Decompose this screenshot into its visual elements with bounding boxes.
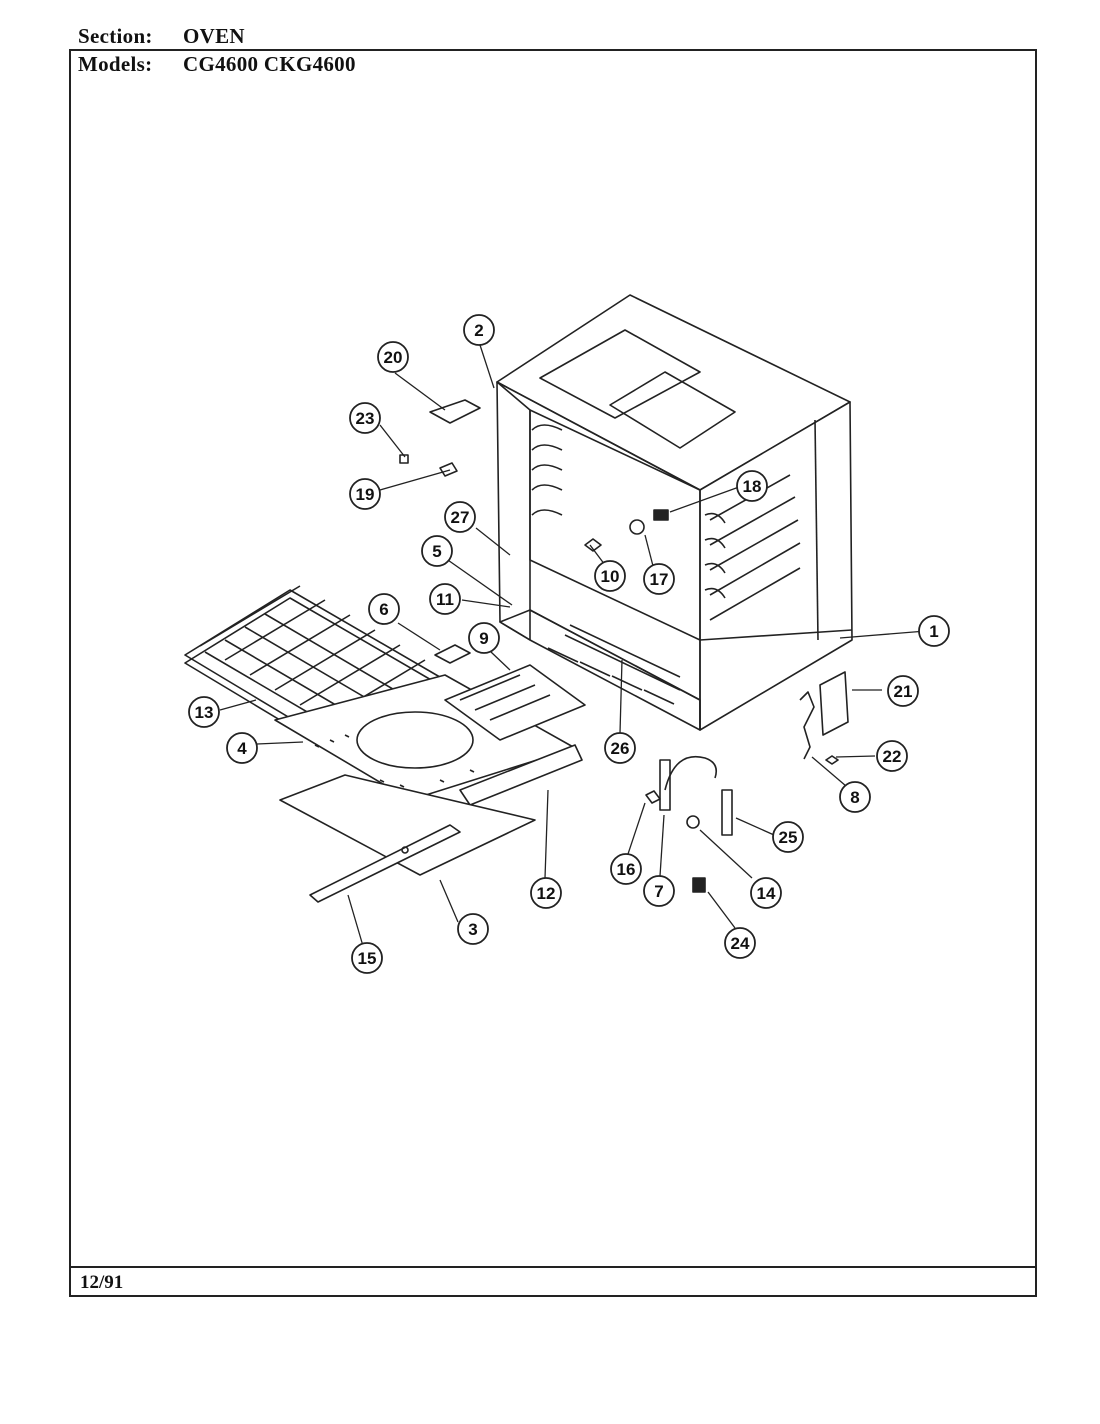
svg-text:11: 11 [436, 590, 454, 609]
diagram-frame [69, 49, 1037, 1297]
lower-panel [279, 774, 536, 903]
callout-7: 7 [643, 875, 675, 907]
svg-text:27: 27 [451, 508, 470, 527]
section-value: OVEN [183, 24, 245, 48]
callout-11: 11 [429, 583, 461, 615]
section-label: Section: [78, 24, 153, 48]
svg-text:3: 3 [468, 920, 477, 939]
callout-6: 6 [368, 593, 400, 625]
callout-19: 19 [349, 478, 381, 510]
svg-text:21: 21 [894, 682, 913, 701]
callout-2: 2 [463, 314, 495, 346]
svg-text:24: 24 [731, 934, 750, 953]
svg-text:12: 12 [537, 884, 556, 903]
svg-text:6: 6 [379, 600, 388, 619]
callout-5: 5 [421, 535, 453, 567]
leader-lines [219, 344, 927, 947]
callout-23: 23 [349, 402, 381, 434]
svg-text:10: 10 [601, 567, 620, 586]
svg-text:15: 15 [358, 949, 377, 968]
callout-25: 25 [772, 821, 804, 853]
svg-text:4: 4 [237, 739, 247, 758]
callout-12: 12 [530, 877, 562, 909]
svg-text:23: 23 [356, 409, 375, 428]
svg-text:18: 18 [743, 477, 762, 496]
svg-text:16: 16 [617, 860, 636, 879]
svg-text:2: 2 [474, 321, 483, 340]
callout-3: 3 [457, 913, 489, 945]
callout-10: 10 [594, 560, 626, 592]
callout-15: 15 [351, 942, 383, 974]
callout-20: 20 [377, 341, 409, 373]
callout-16: 16 [610, 853, 642, 885]
callout-18: 18 [736, 470, 768, 502]
svg-text:9: 9 [479, 629, 488, 648]
footer-rule [69, 1266, 1037, 1268]
svg-text:8: 8 [850, 788, 859, 807]
svg-text:26: 26 [611, 739, 630, 758]
callout-27: 27 [444, 501, 476, 533]
svg-text:13: 13 [195, 703, 214, 722]
svg-text:14: 14 [757, 884, 776, 903]
callout-13: 13 [188, 696, 220, 728]
callout-9: 9 [468, 622, 500, 654]
models-label: Models: [78, 52, 153, 76]
svg-text:19: 19 [356, 485, 375, 504]
models-value: CG4600 CKG4600 [183, 52, 356, 76]
svg-text:1: 1 [929, 622, 938, 641]
callout-21: 21 [887, 675, 919, 707]
oven-bottom-panel [274, 664, 586, 806]
callout-22: 22 [876, 740, 908, 772]
callout-26: 26 [604, 732, 636, 764]
footer-date: 12/91 [80, 1272, 124, 1293]
callout-14: 14 [750, 877, 782, 909]
ignitor-parts [399, 399, 849, 893]
svg-text:5: 5 [432, 542, 441, 561]
oven-cavity [496, 294, 853, 731]
callouts: 1 2 3 4 5 6 7 8 9 10 11 12 13 14 15 16 1… [188, 314, 950, 974]
callout-1: 1 [918, 615, 950, 647]
svg-text:20: 20 [384, 348, 403, 367]
svg-text:25: 25 [779, 828, 798, 847]
callout-17: 17 [643, 563, 675, 595]
svg-text:17: 17 [650, 570, 669, 589]
svg-text:22: 22 [883, 747, 902, 766]
callout-24: 24 [724, 927, 756, 959]
callout-8: 8 [839, 781, 871, 813]
callout-4: 4 [226, 732, 258, 764]
svg-text:7: 7 [654, 882, 663, 901]
